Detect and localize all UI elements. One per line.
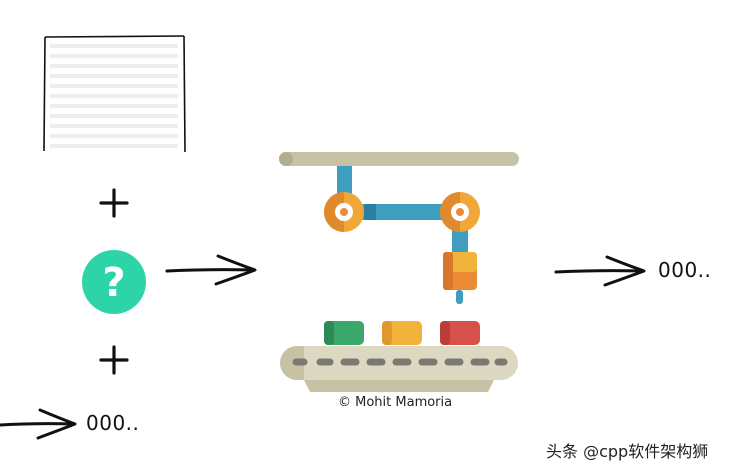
question-icon: ?: [82, 250, 146, 314]
conveyor-belt-icon: [280, 321, 518, 392]
arrow-right-icon: [0, 408, 77, 440]
robot-arm-icon: [279, 152, 519, 304]
image-credit: © Mohit Mamoria: [338, 395, 453, 410]
arrow-right-icon: [554, 255, 646, 287]
output-label-left: 000..: [86, 411, 140, 435]
arrow-right-icon: [165, 254, 257, 286]
document-icon: [43, 35, 186, 153]
plus-icon: [99, 345, 129, 375]
watermark-text: 头条 @cpp软件架构狮: [546, 442, 709, 461]
plus-icon: [99, 188, 129, 218]
output-label-right: 000..: [658, 258, 712, 282]
question-symbol: ?: [102, 260, 125, 306]
